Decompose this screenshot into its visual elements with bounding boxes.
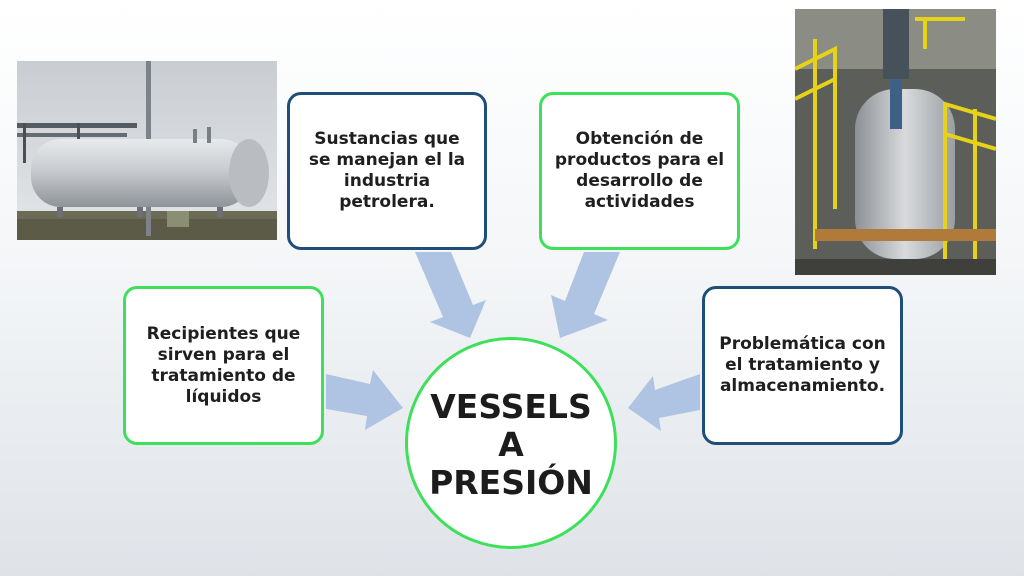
recipientes-text: Recipientes que sirven para el tratamien… <box>146 323 301 407</box>
obtencion-box: Obtención de productos para el desarroll… <box>539 92 740 250</box>
arrow-from-obtencion <box>551 252 620 338</box>
problematica-text: Problemática con el tratamiento y almace… <box>719 334 886 396</box>
obtencion-text: Obtención de productos para el desarroll… <box>554 129 725 212</box>
arrow-from-problematica <box>628 374 700 431</box>
industrial-vessel-photo <box>795 9 996 275</box>
center-title-line-2: A <box>498 425 524 464</box>
sustancias-text: Sustancias que se manejan el la industri… <box>308 129 466 212</box>
sustancias-box: Sustancias que se manejan el la industri… <box>287 92 487 250</box>
problematica-box: Problemática con el tratamiento y almace… <box>702 286 903 445</box>
center-title-line-3: PRESIÓN <box>429 463 593 502</box>
center-circle: VESSELS A PRESIÓN <box>405 337 617 549</box>
arrow-from-sustancias <box>415 252 486 338</box>
arrow-from-recipientes <box>326 370 403 430</box>
recipientes-box: Recipientes que sirven para el tratamien… <box>123 286 324 445</box>
center-title-line-1: VESSELS <box>430 387 592 426</box>
pressure-tank-photo <box>17 61 277 240</box>
